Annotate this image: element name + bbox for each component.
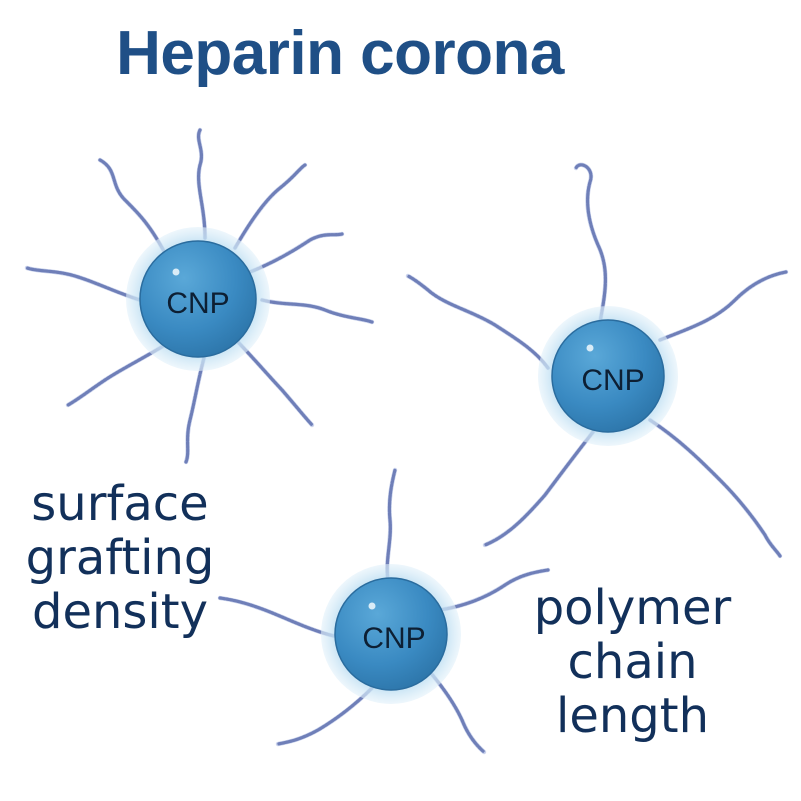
heparin-chain xyxy=(218,596,336,638)
grafting-label-line: density xyxy=(32,583,208,640)
heparin-chain xyxy=(658,270,788,342)
heparin-chain xyxy=(196,128,207,240)
heparin-chain-outline xyxy=(232,162,308,251)
heparin-chain-outline xyxy=(647,417,783,559)
heparin-chains-3 xyxy=(217,467,551,755)
heparin-chain xyxy=(406,274,550,370)
particle-label-1: CNP xyxy=(166,287,229,320)
heparin-chain-outline xyxy=(482,429,596,548)
grafting-density-label: surface grafting density xyxy=(0,476,240,640)
nanoparticle-2: CNP xyxy=(405,162,789,559)
heparin-chain xyxy=(233,163,307,250)
grafting-label-line: surface xyxy=(31,476,209,532)
heparin-chain xyxy=(66,343,167,407)
heparin-chains-1 xyxy=(24,127,375,465)
particle-label-2: CNP xyxy=(581,364,644,397)
chain-label-line: polymer xyxy=(533,580,732,636)
chain-label-line: length xyxy=(556,687,709,744)
nanoparticle-3: CNP xyxy=(217,467,551,755)
heparin-chain xyxy=(483,430,595,547)
heparin-chain xyxy=(184,352,207,464)
heparin-chain xyxy=(260,298,374,324)
heparin-chain xyxy=(385,468,397,582)
heparin-chain-outline xyxy=(573,162,608,325)
heparin-chain xyxy=(25,266,142,302)
diagram-title: Heparin corona xyxy=(116,19,564,88)
heparin-chain xyxy=(236,340,314,427)
heparin-chain xyxy=(438,568,550,612)
heparin-chain xyxy=(574,163,608,324)
heparin-chain xyxy=(428,670,486,754)
chain-length-label: polymer chain length xyxy=(505,580,760,744)
heparin-chain xyxy=(98,158,168,257)
particle-label-3: CNP xyxy=(362,622,425,655)
heparin-chain xyxy=(248,232,344,274)
grafting-label-line: grafting xyxy=(25,529,215,586)
heparin-chain xyxy=(276,686,374,746)
nanoparticle-1: CNP xyxy=(24,127,375,465)
heparin-chain-outline xyxy=(657,269,789,343)
heparin-chains-2 xyxy=(405,162,789,559)
heparin-chain-outline xyxy=(275,685,375,747)
heparin-chain xyxy=(648,418,782,558)
chain-label-line: chain xyxy=(567,633,698,690)
